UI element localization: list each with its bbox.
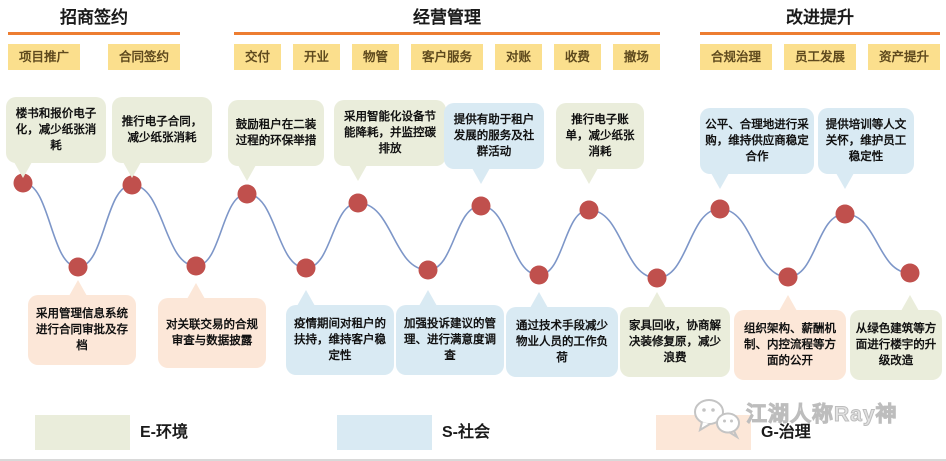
wave-node-peak bbox=[348, 193, 368, 213]
callout-tail bbox=[349, 165, 367, 181]
callout-bubble-g: 采用管理信息系统进行合同审批及存档 bbox=[28, 280, 136, 365]
callout-text: 对关联交易的合规审查与数据披露 bbox=[166, 318, 258, 347]
callout-text: 提供有助于租户发展的服务及社群活动 bbox=[453, 113, 535, 159]
callout-tail bbox=[238, 165, 256, 181]
callout-bubble-g: 对关联交易的合规审查与数据披露 bbox=[158, 283, 266, 368]
callout-text: 公平、合理地进行采购，维持供应商稳定合作 bbox=[705, 118, 809, 164]
legend-label: E-环境 bbox=[140, 424, 189, 441]
callout-text: 楼书和报价电子化，减少纸张消耗 bbox=[15, 107, 97, 153]
stage-tab: 合规治理 bbox=[700, 44, 773, 70]
callout-tail bbox=[187, 283, 205, 299]
callout-bubble-s: 通过技术手段减少物业人员的工作负荷 bbox=[506, 292, 618, 377]
callout-bubble-e: 推行电子账单，减少纸张消耗 bbox=[556, 103, 644, 184]
phase-section-2: 经营管理交付开业物管客户服务对账收费撤场 bbox=[234, 6, 660, 70]
wave-node-valley bbox=[296, 258, 316, 278]
callout-text: 疫情期间对租户的扶持，维持客户稳定性 bbox=[294, 317, 386, 363]
stage-tab: 员工发展 bbox=[783, 44, 856, 70]
phase-section-3: 改进提升合规治理员工发展资产提升 bbox=[700, 6, 940, 70]
legend-swatch bbox=[35, 415, 130, 450]
callout-tail bbox=[836, 173, 854, 189]
wave-node-valley bbox=[418, 260, 438, 280]
callout-text: 家具回收，协商解决装修复原，减少浪费 bbox=[629, 319, 721, 365]
phase-section-1: 招商签约项目推广合同签约 bbox=[8, 6, 180, 70]
callout-tail bbox=[901, 295, 919, 311]
wave-node-peak bbox=[579, 200, 599, 220]
wechat-icon bbox=[694, 399, 740, 440]
stage-tabs: 交付开业物管客户服务对账收费撤场 bbox=[234, 44, 660, 70]
stage-tab: 交付 bbox=[234, 44, 282, 70]
callout-bubble-e: 家具回收，协商解决装修复原，减少浪费 bbox=[620, 292, 730, 377]
callout-text: 加强投诉建议的管理、进行满意度调查 bbox=[404, 317, 496, 363]
callout-bubble-s: 提供培训等人文关怀，维护员工稳定性 bbox=[818, 108, 914, 189]
callout-bubble-e: 推行电子合同，减少纸张消耗 bbox=[112, 97, 212, 178]
stage-tab: 资产提升 bbox=[867, 44, 940, 70]
phase-underline bbox=[234, 32, 660, 35]
watermark-text: 江湖人称Ray神 bbox=[746, 403, 898, 427]
callout-text: 采用智能化设备节能降耗，并监控碳排放 bbox=[344, 110, 436, 156]
legend-label: S-社会 bbox=[442, 424, 491, 441]
stage-tab: 开业 bbox=[292, 44, 340, 70]
callout-text: 采用管理信息系统进行合同审批及存档 bbox=[36, 307, 128, 353]
wave-node-valley bbox=[778, 267, 798, 287]
callout-tail bbox=[14, 162, 32, 178]
callout-tail bbox=[580, 168, 598, 184]
wave-node-peak bbox=[471, 196, 491, 216]
callout-tail bbox=[69, 280, 87, 296]
callout-tail bbox=[472, 168, 490, 184]
legend-swatch bbox=[337, 415, 432, 450]
callout-bubble-e: 从绿色建筑等方面进行楼宇的升级改造 bbox=[850, 295, 942, 380]
watermark: 江湖人称Ray神 bbox=[692, 398, 898, 440]
wave-node-valley bbox=[186, 256, 206, 276]
legend-label: G-治理 bbox=[761, 424, 811, 441]
callout-tail bbox=[123, 162, 141, 178]
callout-tail bbox=[779, 295, 797, 311]
wave-line bbox=[22, 182, 911, 279]
callout-bubble-s: 公平、合理地进行采购，维持供应商稳定合作 bbox=[700, 108, 814, 189]
callout-bubble-s: 疫情期间对租户的扶持，维持客户稳定性 bbox=[286, 290, 394, 375]
wave-node-valley bbox=[647, 268, 667, 288]
wave-node-peak bbox=[122, 175, 142, 195]
callout-tail bbox=[297, 290, 315, 306]
stage-tab: 客户服务 bbox=[410, 44, 483, 70]
wave-node-peak bbox=[237, 184, 257, 204]
callout-tail bbox=[711, 173, 729, 189]
wave-node-valley bbox=[900, 263, 920, 283]
wave-node-peak bbox=[710, 199, 730, 219]
callout-bubble-e: 鼓励租户在二装过程的环保举措 bbox=[228, 100, 324, 181]
stage-tab: 收费 bbox=[553, 44, 601, 70]
callout-text: 鼓励租户在二装过程的环保举措 bbox=[235, 118, 317, 147]
callout-tail bbox=[419, 290, 437, 306]
callout-bubble-s: 提供有助于租户发展的服务及社群活动 bbox=[444, 103, 544, 184]
callout-text: 推行电子合同，减少纸张消耗 bbox=[121, 115, 203, 144]
stage-tab: 项目推广 bbox=[8, 44, 81, 70]
phase-title: 经营管理 bbox=[413, 8, 481, 27]
stage-tab: 对账 bbox=[494, 44, 542, 70]
callout-bubble-s: 加强投诉建议的管理、进行满意度调查 bbox=[396, 290, 504, 375]
callout-tail bbox=[530, 292, 548, 308]
phase-title: 改进提升 bbox=[786, 8, 854, 27]
wave-node-valley bbox=[529, 265, 549, 285]
callout-tail bbox=[648, 292, 666, 308]
stage-tab: 物管 bbox=[351, 44, 399, 70]
callout-text: 推行电子账单，减少纸张消耗 bbox=[565, 113, 635, 159]
stage-tabs: 项目推广合同签约 bbox=[8, 44, 180, 70]
callout-bubble-e: 楼书和报价电子化，减少纸张消耗 bbox=[6, 97, 106, 178]
callout-bubble-g: 组织架构、薪酬机制、内控流程等方面的公开 bbox=[734, 295, 846, 380]
phase-underline bbox=[8, 32, 180, 35]
callout-bubble-e: 采用智能化设备节能降耗，并监控碳排放 bbox=[334, 100, 446, 181]
stage-tab: 撤场 bbox=[612, 44, 660, 70]
callout-text: 提供培训等人文关怀，维护员工稳定性 bbox=[825, 118, 907, 164]
callout-text: 从绿色建筑等方面进行楼宇的升级改造 bbox=[855, 322, 937, 368]
phase-title: 招商签约 bbox=[60, 8, 128, 27]
callout-text: 通过技术手段减少物业人员的工作负荷 bbox=[516, 319, 608, 365]
stage-tabs: 合规治理员工发展资产提升 bbox=[700, 44, 940, 70]
phase-underline bbox=[700, 32, 940, 35]
wave-node-peak bbox=[835, 204, 855, 224]
wave-node-peak bbox=[13, 173, 33, 193]
wave-node-valley bbox=[68, 257, 88, 277]
stage-tab: 合同签约 bbox=[107, 44, 180, 70]
callout-text: 组织架构、薪酬机制、内控流程等方面的公开 bbox=[744, 322, 836, 368]
